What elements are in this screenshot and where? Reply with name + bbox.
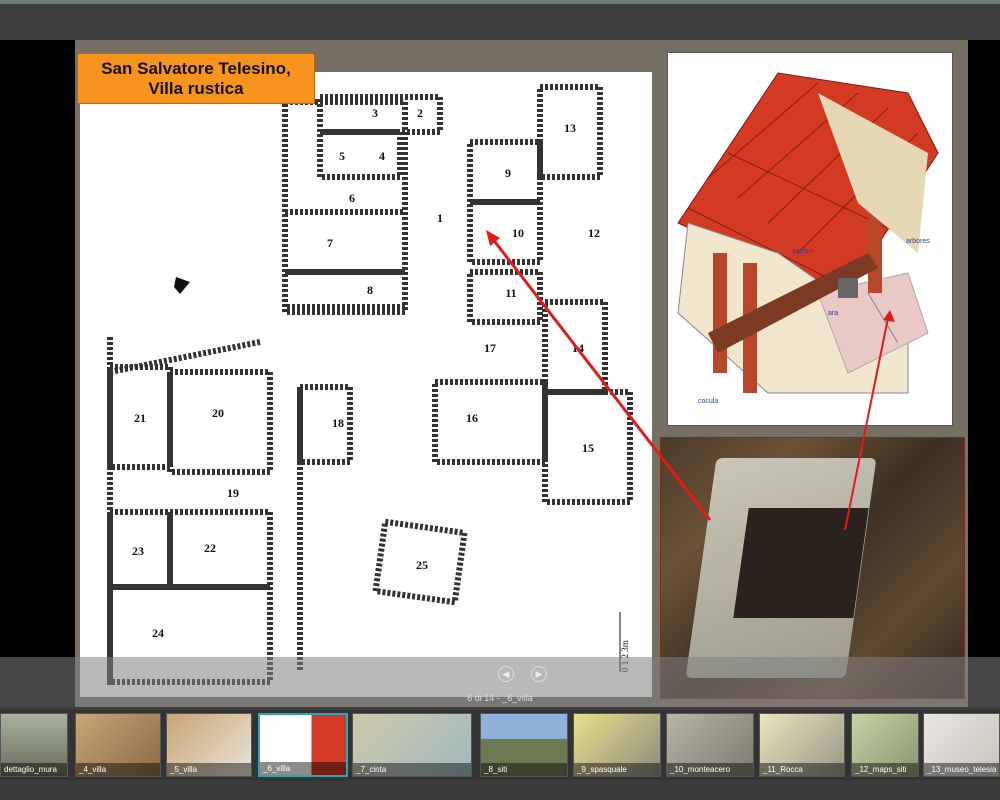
- thumbnail-label: _4_villa: [76, 763, 160, 776]
- room-label: 19: [227, 486, 239, 500]
- room-label: 12: [588, 226, 600, 240]
- thumbnail-item[interactable]: _5_villa: [166, 713, 252, 777]
- previous-slide-button[interactable]: ◀: [498, 666, 514, 682]
- room-label: 17: [484, 341, 496, 355]
- room-label: 21: [134, 411, 146, 425]
- slide-title-line1: San Salvatore Telesino,: [101, 58, 291, 78]
- room-label: 8: [367, 283, 373, 297]
- thumbnail-label: _8_siti: [481, 763, 567, 776]
- room-label: 16: [466, 411, 478, 425]
- room-label: 3: [372, 106, 378, 120]
- next-slide-button[interactable]: ▶: [531, 666, 547, 682]
- arrow-head-icon: [486, 230, 500, 246]
- thumbnail-label: _11_Rocca: [760, 763, 844, 776]
- slide-title-line2: Villa rustica: [148, 78, 244, 98]
- thumbnail-item[interactable]: _8_siti: [480, 713, 568, 777]
- room-label: 23: [132, 544, 144, 558]
- press-label-cocula: cocula: [698, 398, 718, 405]
- thumbnail-label: _7_cinta: [353, 763, 471, 776]
- viewer-bottom-bar: [0, 780, 1000, 800]
- room-label: 18: [332, 416, 344, 430]
- room-label: 9: [505, 166, 511, 180]
- thumbnail-item[interactable]: _11_Rocca: [759, 713, 845, 777]
- floor-plan-drawing: 1 2 3 4 5 6 7 8 9 10 11 12 13 14 15 16 1…: [107, 84, 633, 687]
- room-label: 13: [564, 121, 576, 135]
- thumbnail-label: dettaglio_mura: [1, 763, 67, 776]
- press-label-arbores: arbores: [906, 238, 930, 245]
- thumbnail-item[interactable]: _12_maps_siti: [851, 713, 919, 777]
- room-label: 10: [512, 226, 524, 240]
- thumbnail-label: _12_maps_siti: [852, 763, 918, 776]
- room-label: 24: [152, 626, 164, 640]
- thumbnail-item[interactable]: _9_spasquale: [573, 713, 661, 777]
- thumbnail-label: _5_villa: [167, 763, 251, 776]
- room-label: 22: [204, 541, 216, 555]
- room-label: 11: [505, 286, 516, 300]
- thumbnail-item[interactable]: _13_museo_telesia: [923, 713, 1000, 777]
- thumbnail-label: _9_spasquale: [574, 763, 660, 776]
- slide-title: San Salvatore Telesino, Villa rustica: [77, 53, 315, 104]
- viewer-top-bar: [0, 0, 1000, 40]
- thumbnail-item[interactable]: _4_villa: [75, 713, 161, 777]
- press-base-photo: [660, 437, 965, 699]
- thumbnail-label: _13_museo_telesia: [924, 763, 999, 776]
- arrow-to-plan: [490, 237, 712, 521]
- scale-bar-label: 0 1 2 3m: [620, 640, 630, 672]
- room-label: 1: [437, 211, 443, 225]
- thumbnail-item[interactable]: _10_monteacero: [666, 713, 754, 777]
- thumbnail-label: _10_monteacero: [667, 763, 753, 776]
- thumbnail-label: _6_villa: [260, 762, 346, 775]
- room-label: 6: [349, 191, 355, 205]
- thumbnail-item[interactable]: _7_cinta: [352, 713, 472, 777]
- olive-press-drawing: prelum arbores ara cocula: [677, 72, 939, 405]
- thumbnail-item-active[interactable]: _6_villa: [258, 713, 348, 777]
- press-illustration: prelum arbores ara cocula: [667, 52, 953, 426]
- navigation-overlay: [0, 657, 1000, 707]
- room-label: 15: [582, 441, 594, 455]
- room-label: 25: [416, 558, 428, 572]
- arrow-head-icon: [883, 310, 895, 322]
- room-label: 20: [212, 406, 224, 420]
- press-label-ara: ara: [828, 310, 838, 317]
- room-label: 7: [327, 236, 333, 250]
- room-label: 5: [339, 149, 345, 163]
- slide-counter: 6 di 14 - _6_villa: [467, 693, 533, 703]
- arrow-to-press: [844, 317, 889, 531]
- room-label: 4: [379, 149, 385, 163]
- room-label: 2: [417, 106, 423, 120]
- villa-floor-plan: 1 2 3 4 5 6 7 8 9 10 11 12 13 14 15 16 1…: [80, 72, 652, 697]
- press-label-prelum: prelum: [793, 248, 815, 255]
- thumbnail-item[interactable]: dettaglio_mura: [0, 713, 68, 777]
- thumbnail-strip: dettaglio_mura _4_villa _5_villa _6_vill…: [0, 710, 1000, 780]
